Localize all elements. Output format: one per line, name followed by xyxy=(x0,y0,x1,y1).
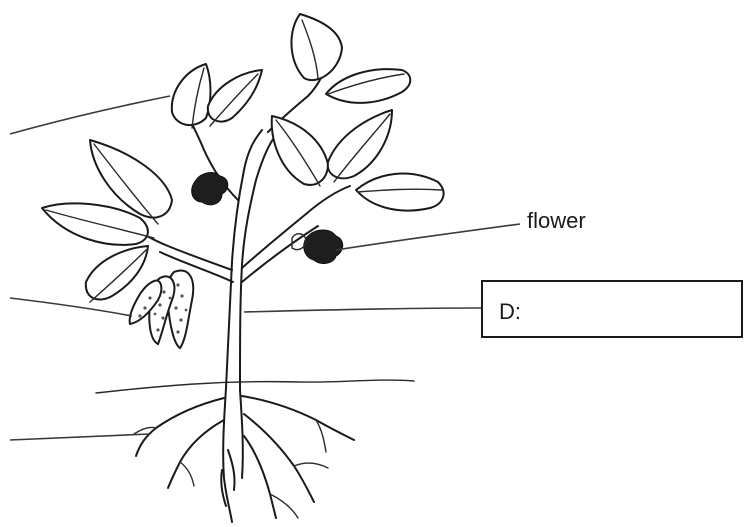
flower-label: flower xyxy=(527,210,586,232)
pointer-root xyxy=(10,434,150,440)
main-stem-right-edge xyxy=(240,135,276,390)
main-stem xyxy=(226,130,262,388)
taproot-edge xyxy=(240,390,243,478)
answer-box-d[interactable]: D: xyxy=(481,280,743,338)
root-left-2 xyxy=(168,420,224,488)
flower-left xyxy=(192,173,228,205)
root-right-3 xyxy=(244,436,276,518)
leaf-left-lower xyxy=(86,246,148,300)
ground-line xyxy=(96,380,414,393)
leaf-top-right xyxy=(326,69,410,103)
root-right-5 xyxy=(294,463,328,468)
answer-box-letter: D: xyxy=(499,299,521,325)
pointer-stem xyxy=(244,308,481,312)
root-right-2 xyxy=(244,414,314,502)
root-right-1 xyxy=(242,396,354,440)
leaf-middle-right xyxy=(328,110,392,178)
flower-right xyxy=(304,230,343,263)
leaf-upper-left-1 xyxy=(172,64,211,125)
pointer-fruit xyxy=(10,298,132,316)
pointer-flower xyxy=(336,224,520,250)
pointer-leaf xyxy=(10,96,170,134)
root-left-4 xyxy=(180,462,194,486)
leaf-right-lower xyxy=(356,174,444,211)
